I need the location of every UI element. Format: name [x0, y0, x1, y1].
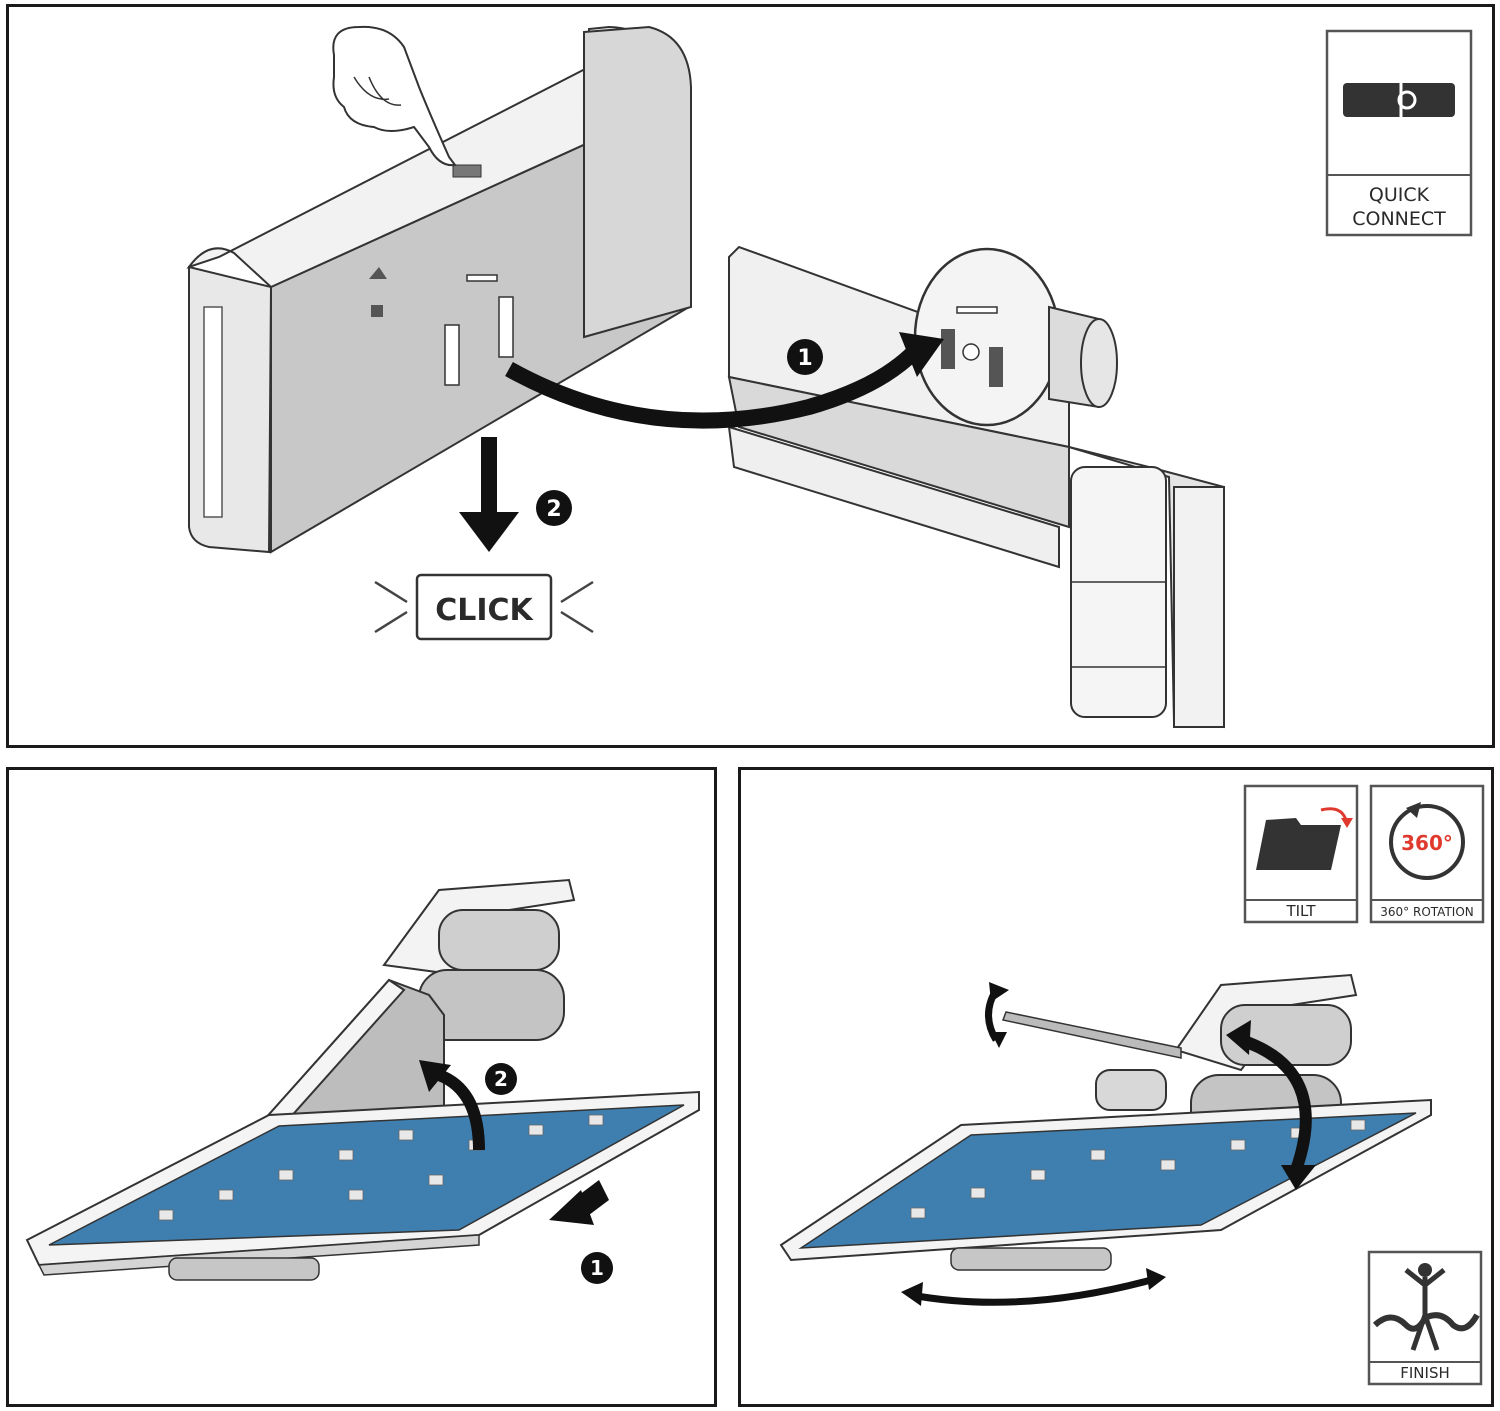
puzzle-connector-icon — [1343, 83, 1455, 117]
step1-marker: 1 — [787, 339, 823, 375]
mount-head — [382, 878, 576, 1041]
panel-step-quick-connect: 1 2 CLICK QUI — [6, 4, 1495, 748]
mounted-tablet — [779, 973, 1432, 1271]
step2-number: 2 — [546, 497, 561, 522]
bottom-left-diagram: 2 1 — [25, 878, 700, 1284]
badge-finish: FINISH — [1367, 1250, 1483, 1386]
rotation-value: 360° — [1401, 831, 1453, 855]
allen-key — [1001, 1011, 1182, 1059]
rotation-label: 360° ROTATION — [1380, 905, 1473, 919]
arrow-step2 — [459, 437, 519, 552]
arrow-step1 — [549, 1180, 609, 1225]
quick-connect-line1: QUICK — [1369, 184, 1430, 206]
step1-number: 1 — [590, 1256, 604, 1280]
click-callout: CLICK — [374, 573, 594, 641]
rotation-circle-icon: 360° — [1389, 802, 1465, 880]
badge-quick-connect: QUICK CONNECT — [1325, 29, 1473, 237]
finish-label: FINISH — [1400, 1364, 1450, 1382]
badge-rotation: 360° 360° ROTATION — [1369, 784, 1485, 924]
quick-connect-line2: CONNECT — [1352, 208, 1446, 230]
hand-pressing-icon — [332, 25, 457, 167]
tablet — [25, 1090, 700, 1281]
tilt-label: TILT — [1285, 902, 1316, 920]
top-diagram: 1 2 CLICK QUI — [186, 25, 1473, 729]
step2-marker: 2 — [485, 1063, 517, 1095]
step1-marker: 1 — [581, 1252, 613, 1284]
badge-tilt: TILT — [1243, 784, 1359, 924]
mount-arm — [727, 245, 1225, 729]
step2-number: 2 — [494, 1067, 508, 1091]
finish-runner-icon — [1372, 1263, 1480, 1351]
panel-step-insert-tablet: 2 1 — [6, 767, 717, 1407]
click-label: CLICK — [435, 593, 534, 628]
arrow-step1 — [505, 346, 920, 429]
arrow-step2 — [436, 1069, 485, 1151]
step1-number: 1 — [797, 346, 812, 371]
tilt-folder-icon — [1256, 818, 1341, 870]
tablet-holder-plate — [186, 25, 692, 554]
panel-step-adjust: TILT 360° 360° ROTATION — [738, 767, 1494, 1407]
arrow-rotate-horizontal — [910, 1276, 1152, 1306]
arrow-tilt — [1239, 1034, 1312, 1172]
bottom-right-diagram: TILT 360° 360° ROTATION — [779, 784, 1485, 1386]
step2-marker: 2 — [536, 490, 572, 526]
arrow-step1-head — [899, 332, 944, 377]
